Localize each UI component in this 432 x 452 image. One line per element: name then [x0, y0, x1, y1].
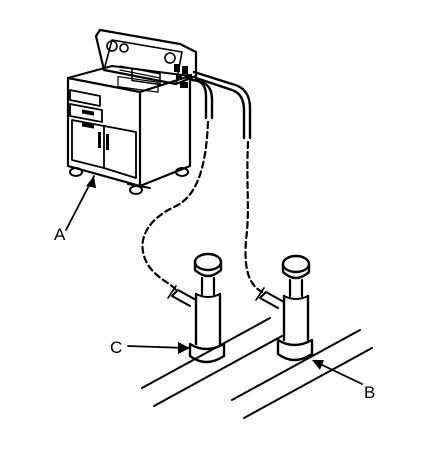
callout-label-b: B [364, 383, 375, 402]
hydraulic-hoses [141, 70, 264, 294]
control-console-cart [66, 28, 198, 195]
hydraulic-jack-c [167, 252, 226, 364]
callout-label-a: A [54, 225, 66, 244]
callout-leaders [65, 175, 363, 385]
hydraulic-jack-b [255, 254, 314, 362]
floor-rails [141, 317, 373, 419]
callout-label-c: C [110, 338, 122, 357]
